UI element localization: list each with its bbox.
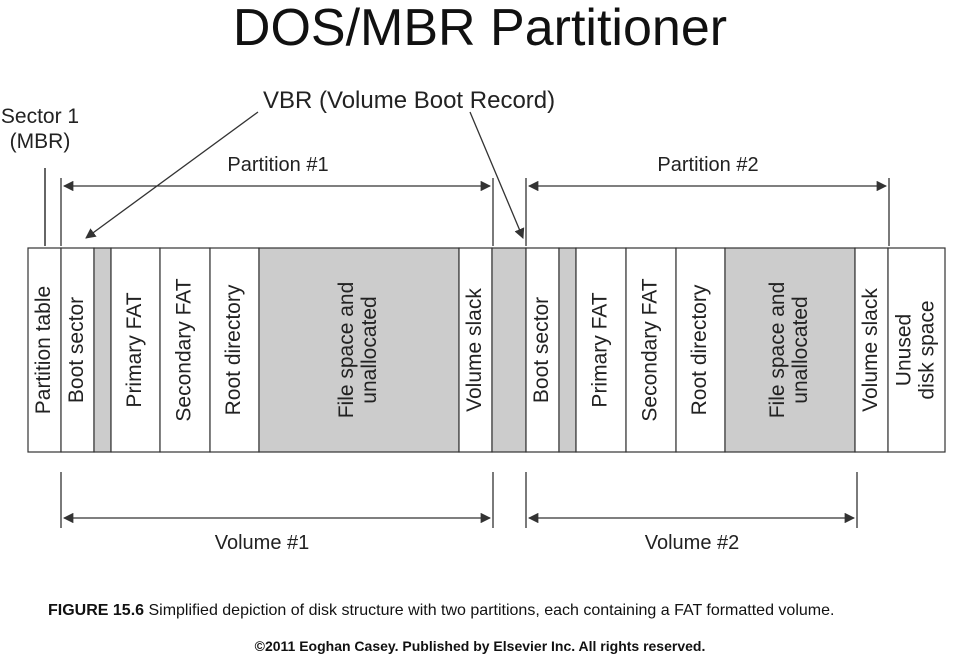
segment-root-directory-1 xyxy=(209,247,260,453)
segment-secondary-fat-1 xyxy=(159,247,211,453)
segment-label-secondary-fat-1: Secondary FAT xyxy=(173,278,196,421)
sector1-label-line1: Sector 1 xyxy=(1,105,79,128)
vbr-arrow-2 xyxy=(469,111,525,239)
segment-root-directory-2 xyxy=(675,247,726,453)
segment-volume-slack-2 xyxy=(854,247,889,453)
vbr-arrow-1 xyxy=(85,111,259,239)
segment-gap-3 xyxy=(558,247,577,453)
segment-boot-sector-1 xyxy=(60,247,95,453)
page-title: DOS/MBR Partitioner xyxy=(232,0,728,57)
segment-label-primary-fat-2: Primary FAT xyxy=(589,292,612,407)
segment-label-primary-fat-1: Primary FAT xyxy=(123,292,146,407)
copyright-notice: ©2011 Eoghan Casey. Published by Elsevie… xyxy=(254,638,706,654)
segment-label-volume-slack-1: Volume slack xyxy=(463,288,486,412)
segment-label-root-directory-2: Root directory xyxy=(688,284,711,415)
vbr-label: VBR (Volume Boot Record) xyxy=(263,87,555,114)
segment-label-secondary-fat-2: Secondary FAT xyxy=(639,278,662,421)
figure-caption-text: Simplified depiction of disk structure w… xyxy=(144,602,835,619)
segment-secondary-fat-2 xyxy=(625,247,677,453)
figure-number: FIGURE 15.6 xyxy=(48,602,145,619)
segment-gap-2 xyxy=(491,247,527,453)
segment-label-unused-disk-space-line1: Unused xyxy=(893,314,916,386)
figure-caption: FIGURE 15.6 Simplified depiction of disk… xyxy=(48,601,948,621)
segment-label-boot-sector-1: Boot sector xyxy=(65,297,88,403)
segment-label-file-space-2-line2: unallocated xyxy=(789,296,812,403)
segment-partition-table xyxy=(27,247,62,453)
disk-segments: Partition table Boot sector Primary FAT Sec… xyxy=(27,247,946,453)
segment-primary-fat-2 xyxy=(575,247,627,453)
segment-gap-1 xyxy=(93,247,112,453)
partition-2-label: Partition #2 xyxy=(657,154,758,176)
sector1-label-line2: (MBR) xyxy=(10,130,71,153)
segment-label-file-space-1-line2: unallocated xyxy=(358,296,381,403)
segment-unused-disk-space xyxy=(887,247,946,453)
partition-1-label: Partition #1 xyxy=(227,154,328,176)
volume-1-label: Volume #1 xyxy=(215,532,310,554)
segment-label-root-directory-1: Root directory xyxy=(222,284,245,415)
segment-label-file-space-1-line1: File space and xyxy=(335,282,358,419)
segment-volume-slack-1 xyxy=(458,247,493,453)
segment-label-partition-table: Partition table xyxy=(32,286,55,414)
segment-label-boot-sector-2: Boot sector xyxy=(530,297,553,403)
segment-label-file-space-2-line1: File space and xyxy=(766,282,789,419)
segment-file-space-2 xyxy=(724,247,856,453)
segment-label-unused-disk-space-line2: disk space xyxy=(916,300,939,399)
segment-label-volume-slack-2: Volume slack xyxy=(859,288,882,412)
segment-file-space-1 xyxy=(258,247,460,453)
volume-2-label: Volume #2 xyxy=(645,532,740,554)
